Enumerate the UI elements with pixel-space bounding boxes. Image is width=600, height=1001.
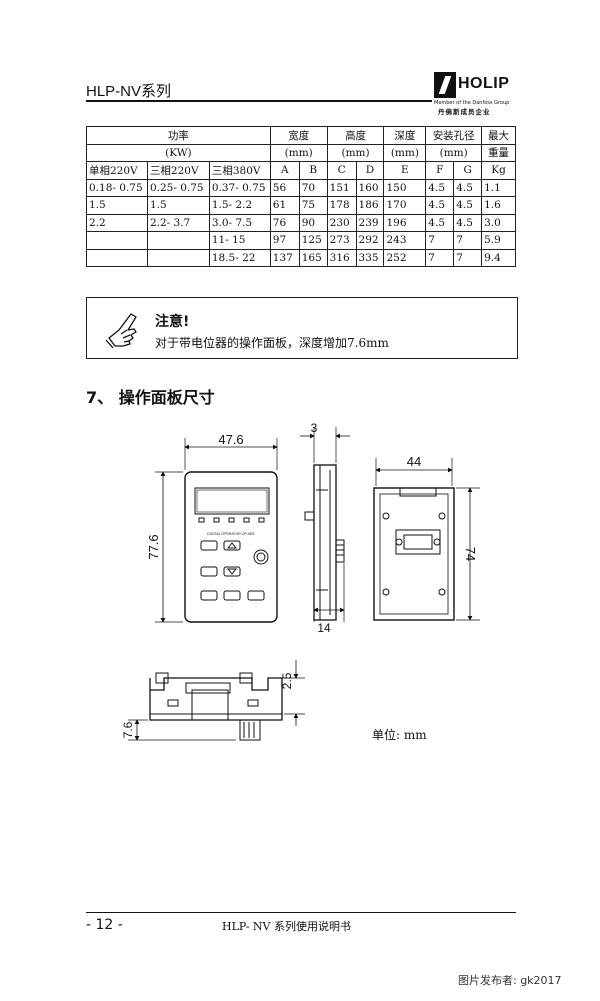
page-number: - 12 - [86, 917, 123, 933]
pointing-hand-icon [105, 313, 137, 349]
cell: 151 [326, 178, 357, 197]
note-text: 对于带电位器的操作面板，深度增加7.6mm [155, 336, 389, 350]
cell: 243 [383, 231, 427, 250]
cell: 0.18- 0.75 [86, 178, 148, 197]
side-view [304, 464, 345, 621]
cell: 7 [425, 248, 455, 267]
cell: 125 [298, 231, 328, 250]
group-header-holes: 安装孔径 [425, 126, 483, 145]
cell: 230 [326, 213, 357, 232]
cell: 252 [383, 248, 427, 267]
cell: 335 [355, 248, 385, 267]
dim-bottom-left: 7.6 [121, 721, 135, 738]
dim-front-width: 47.6 [218, 432, 243, 447]
footer-rule [86, 912, 516, 913]
keypad-buttons [200, 540, 269, 601]
cell: 4.5 [453, 213, 483, 232]
cell: 9.4 [481, 248, 516, 267]
cell: 0.37- 0.75 [208, 178, 271, 197]
cell: 273 [326, 231, 357, 250]
led-indicators [198, 517, 265, 523]
back-view [373, 487, 455, 621]
unit-height: (mm) [326, 143, 385, 162]
watermark: 图片发布者: gk2017 [458, 974, 562, 987]
footer-title: HLP- NV 系列使用说明书 [222, 920, 351, 933]
cell: 170 [383, 196, 427, 215]
logo-name: HOLIP [458, 75, 510, 92]
logo-mark-icon [434, 72, 456, 98]
dim-front-height: 77.6 [146, 534, 161, 559]
dim-side-top: 3 [311, 421, 318, 435]
unit-label: 单位: mm [372, 728, 427, 742]
section-title: 7、 操作面板尺寸 [86, 388, 215, 407]
col-header: 单相220V [86, 161, 148, 180]
table-unit-row: (KW) (mm) (mm) (mm) (mm) 重量 [86, 143, 516, 162]
dim-side-bottom: 14 [317, 621, 331, 635]
unit-weight: 重量 [481, 143, 516, 162]
header-title: HLP-NV系列 [86, 83, 172, 100]
dim-back-width: 44 [407, 454, 421, 469]
cell: 4.5 [425, 196, 455, 215]
unit-depth: (mm) [383, 143, 427, 162]
bottom-view [149, 672, 283, 741]
cell [86, 248, 148, 267]
cell: 239 [355, 213, 385, 232]
group-header-depth: 深度 [383, 126, 427, 145]
dim-back-height: 74 [463, 547, 478, 561]
holip-logo: HOLIP Member of the Danfoss Group 丹佛斯成员企… [434, 72, 524, 116]
lcd-display [194, 487, 270, 515]
table-group-row: 功率 宽度 高度 深度 安装孔径 最大 [86, 126, 516, 145]
cell: 7 [453, 248, 483, 267]
cell: 2.2- 3.7 [146, 213, 210, 232]
panel-caption: DIGITAL OPERATOR OP-NE1 [207, 532, 255, 536]
cell: 11- 15 [208, 231, 271, 250]
note-title: 注意! [155, 314, 190, 330]
dimension-table: 功率 宽度 高度 深度 安装孔径 最大 (KW) (mm) (mm) (mm) … [86, 126, 516, 267]
dim-bottom-right: 2.5 [280, 672, 294, 689]
cell: 1.6 [481, 196, 516, 215]
cell: 316 [326, 248, 357, 267]
cell: 292 [355, 231, 385, 250]
col-header: 三相220V [146, 161, 210, 180]
cell: 137 [269, 248, 300, 267]
note-box: 注意! 对于带电位器的操作面板，深度增加7.6mm [86, 297, 518, 359]
header-rule [86, 100, 432, 102]
cell: 178 [326, 196, 357, 215]
cell: 165 [298, 248, 328, 267]
cell: 3.0 [481, 213, 516, 232]
front-panel-outline [184, 471, 278, 623]
cell: 18.5- 22 [208, 248, 271, 267]
cell: 75 [298, 196, 328, 215]
logo-tagline: Member of the Danfoss Group [434, 100, 510, 106]
logo-cn: 丹佛斯成员企业 [438, 108, 491, 116]
